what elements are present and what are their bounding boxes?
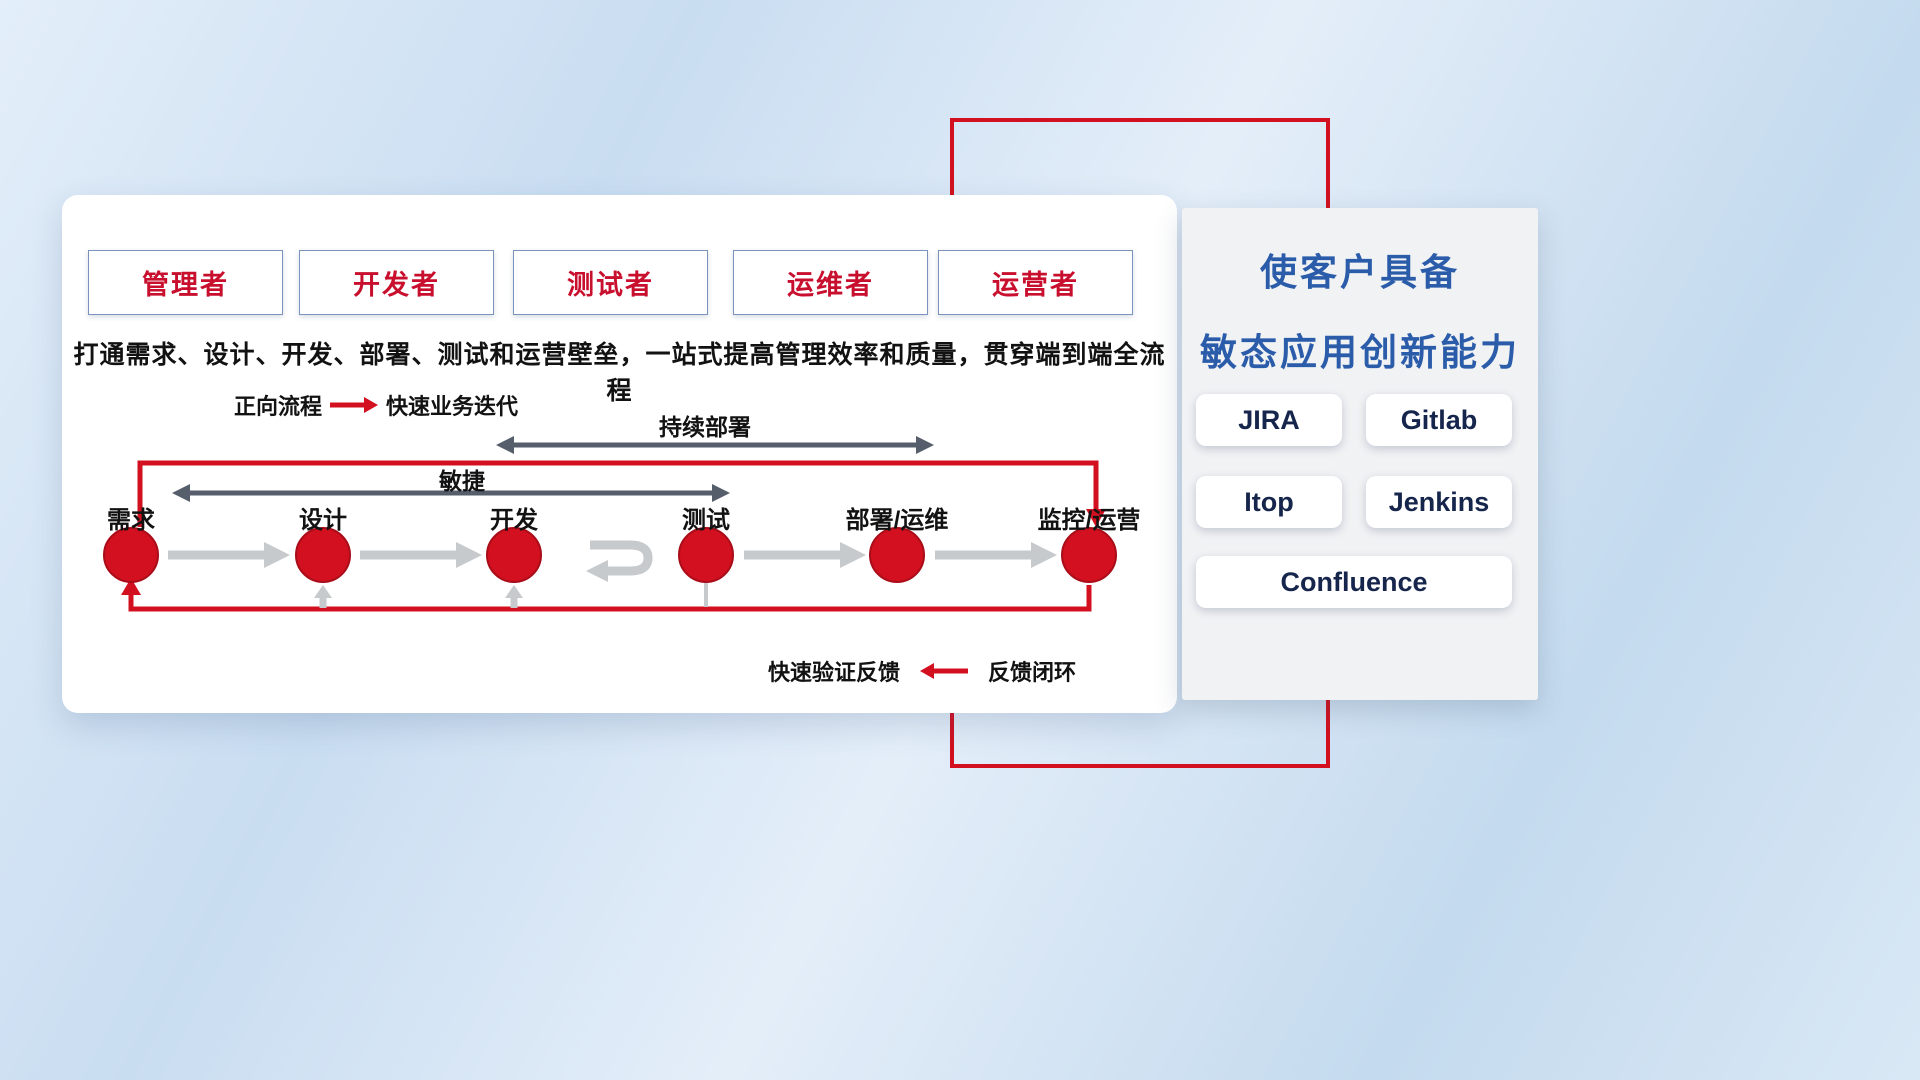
feedback-legend-label: 快速验证反馈 — [768, 660, 901, 685]
role-operator-label: 运营者 — [992, 270, 1079, 300]
role-developer-label: 开发者 — [353, 270, 440, 300]
tool-jenkins: Jenkins — [1366, 476, 1512, 528]
capability-panel: 使客户具备 敏态应用创新能力 JIRA Gitlab Itop Jenkins … — [1182, 208, 1538, 700]
node-label-deploy-ops: 部署/运维 — [845, 507, 949, 534]
forward-legend-label: 正向流程 — [234, 394, 323, 419]
node-label-monitor-ops: 监控/运营 — [1037, 507, 1141, 534]
node-circle-deploy-ops — [869, 527, 925, 583]
node-label-develop: 开发 — [490, 507, 538, 534]
node-circle-test — [678, 527, 734, 583]
role-ops-label: 运维者 — [787, 270, 874, 300]
role-tester-label: 测试者 — [567, 270, 654, 300]
role-tester: 测试者 — [513, 250, 708, 315]
tool-confluence: Confluence — [1196, 556, 1512, 608]
feedback-legend-desc: 反馈闭环 — [988, 660, 1077, 685]
node-label-design: 设计 — [299, 507, 347, 534]
devops-flow-card: 管理者 开发者 测试者 运维者 运营者 打通需求、设计、开发、部署、测试和运营壁… — [62, 195, 1177, 713]
forward-loop-arrowhead — [1086, 509, 1106, 527]
node-circle-design — [295, 527, 351, 583]
node-circle-develop — [486, 527, 542, 583]
tool-jira: JIRA — [1196, 394, 1342, 446]
panel-title-line1: 使客户具备 — [1260, 252, 1460, 293]
forward-legend-desc: 快速业务迭代 — [386, 394, 519, 419]
continuous-deploy-label: 持续部署 — [659, 414, 751, 440]
feedback-legend: 快速验证反馈 反馈闭环 — [768, 655, 1076, 687]
node-circle-requirements — [103, 527, 159, 583]
feedback-arrow-icon — [920, 663, 969, 679]
role-manager-label: 管理者 — [142, 270, 229, 300]
role-ops: 运维者 — [733, 250, 928, 315]
tool-itop: Itop — [1196, 476, 1342, 528]
panel-title-line2: 敏态应用创新能力 — [1200, 332, 1520, 373]
forward-loop-line — [137, 460, 1099, 527]
role-developer: 开发者 — [299, 250, 494, 315]
role-operator: 运营者 — [938, 250, 1133, 315]
node-label-test: 测试 — [682, 507, 730, 534]
node-circle-monitor-ops — [1061, 527, 1117, 583]
role-manager: 管理者 — [88, 250, 283, 315]
forward-legend: 正向流程 快速业务迭代 — [234, 389, 518, 421]
forward-arrow-icon — [330, 397, 379, 413]
card-description: 打通需求、设计、开发、部署、测试和运营壁垒，一站式提高管理效率和质量，贯穿端到端… — [73, 341, 1166, 405]
iteration-uturn-arrow — [590, 540, 653, 576]
feedback-loop-line — [128, 585, 1092, 612]
flow-diagram — [103, 436, 1117, 612]
tool-gitlab: Gitlab — [1366, 394, 1512, 446]
node-label-requirements: 需求 — [107, 507, 155, 534]
agile-label: 敏捷 — [439, 468, 485, 494]
feedback-loop-arrowhead — [121, 578, 141, 595]
